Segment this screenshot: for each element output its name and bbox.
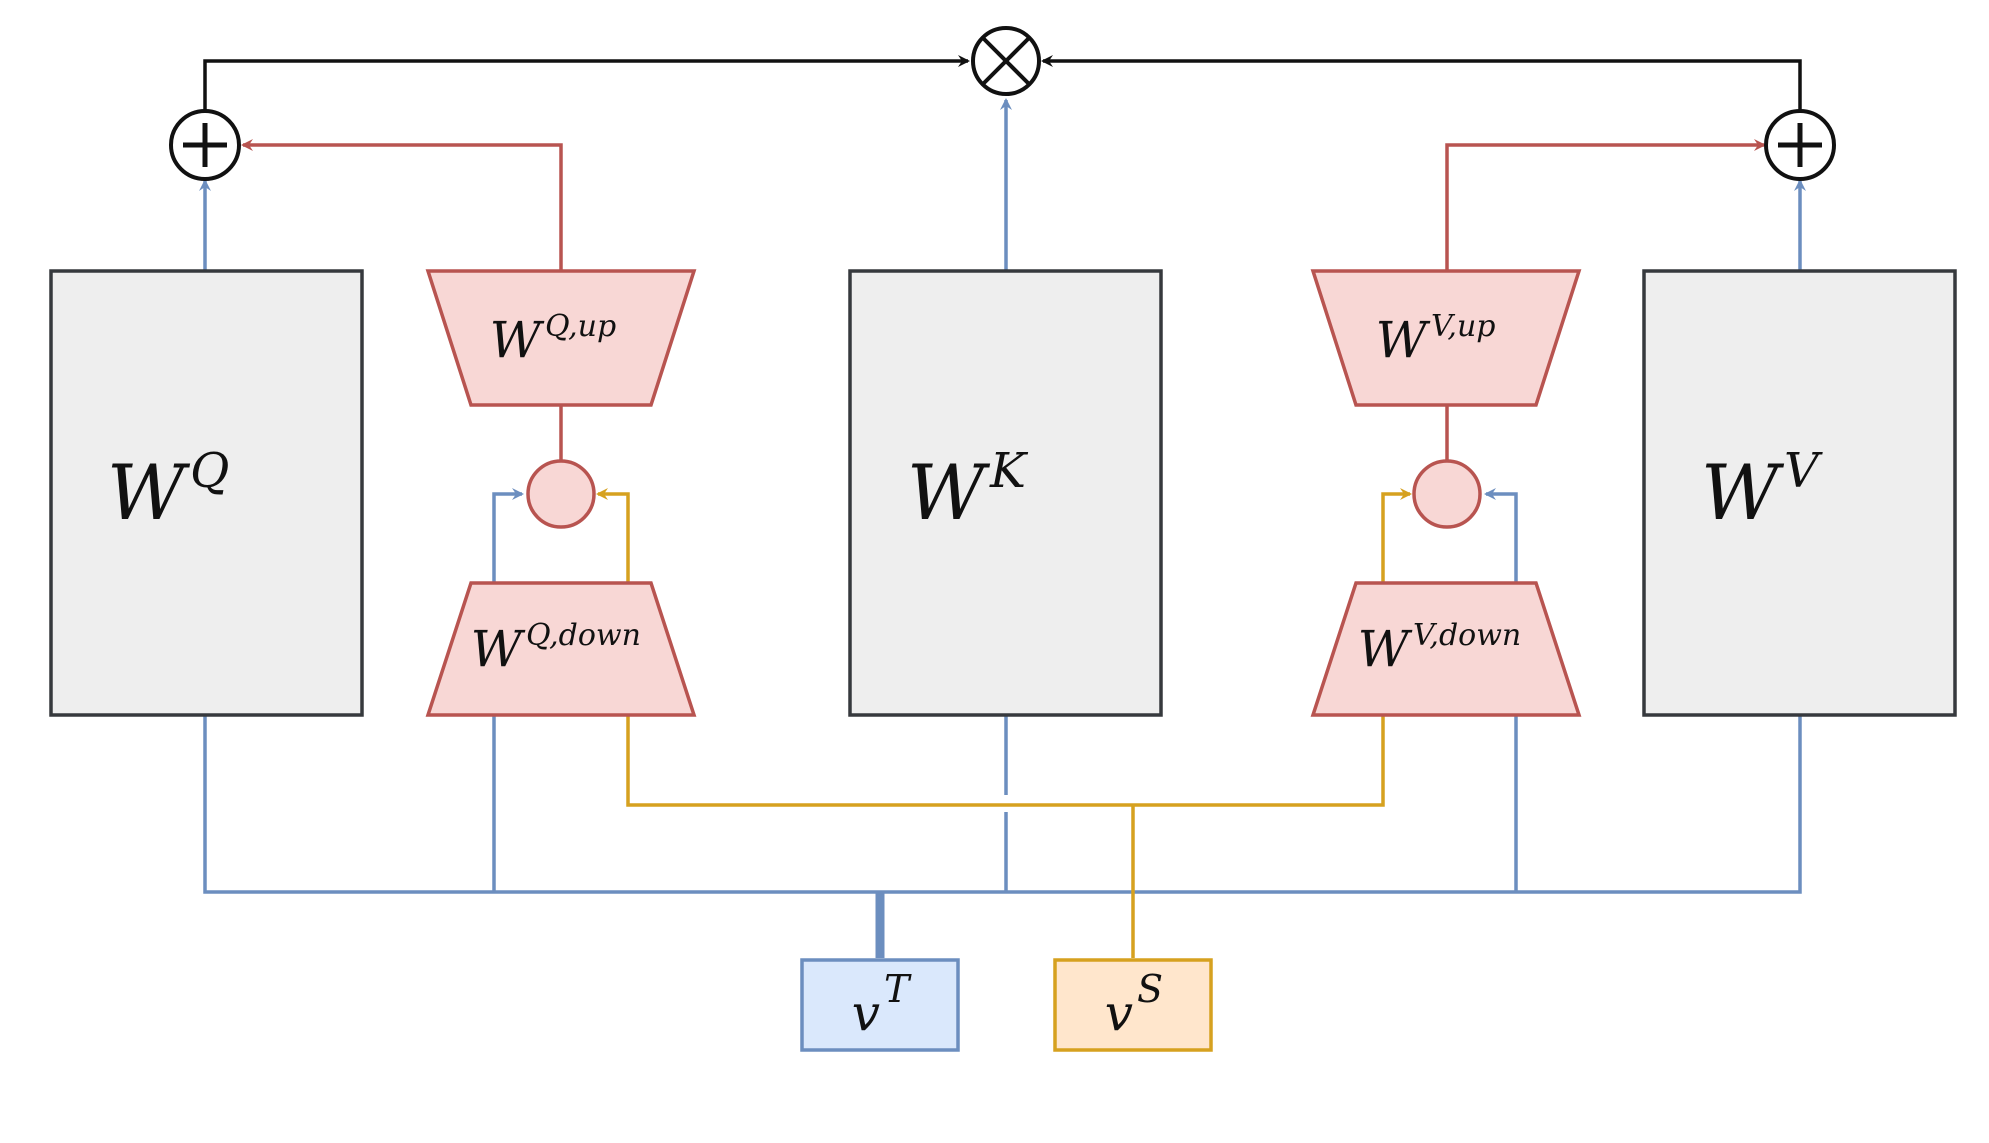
vt-label-sup: T <box>884 967 912 1011</box>
red-lora-connections <box>241 139 1766 460</box>
wq-down-label-base: W <box>471 620 526 678</box>
add-node-right <box>1764 109 1836 181</box>
wq-label-base: W <box>107 448 191 537</box>
wv-down-label-base: W <box>1358 620 1413 678</box>
vs-label-base: v <box>1105 984 1133 1042</box>
wq-up-label-base: W <box>490 311 545 369</box>
input-vt-bus <box>203 715 1802 958</box>
wv-label-sup: V <box>1784 443 1823 499</box>
vs-label-sup: S <box>1137 967 1163 1011</box>
wv-mix-circle <box>1412 459 1482 529</box>
gold-mix-arrows <box>596 488 1412 583</box>
wq-up-label-sup: Q,up <box>545 309 616 344</box>
wk-box: W K <box>848 269 1163 717</box>
blue-output-arrows <box>199 98 1806 271</box>
wq-down-trapezoid: W Q,down <box>425 581 697 717</box>
wv-box: W V <box>1642 269 1957 717</box>
wv-up-trapezoid: W V,up <box>1310 269 1582 407</box>
wv-label-base: W <box>1701 448 1785 537</box>
input-vs-box: v S <box>1053 958 1213 1052</box>
wv-up-label-base: W <box>1376 311 1431 369</box>
input-vt-box: v T <box>800 958 960 1052</box>
wq-label-sup: Q <box>190 443 229 499</box>
wk-label-sup: K <box>989 443 1029 499</box>
vt-label-base: v <box>852 984 880 1042</box>
wq-down-label-sup: Q,down <box>526 618 641 653</box>
wq-box: W Q <box>49 269 364 717</box>
multiply-node <box>971 26 1041 96</box>
wv-down-trapezoid: W V,down <box>1310 581 1582 717</box>
black-merge-arrows <box>203 55 1802 110</box>
wq-mix-circle <box>526 459 596 529</box>
wq-up-trapezoid: W Q,up <box>425 269 697 407</box>
input-vs-bus <box>626 715 1385 958</box>
blue-mix-arrows <box>492 488 1518 583</box>
wv-down-label-sup: V,down <box>1413 618 1521 653</box>
wv-up-label-sup: V,up <box>1431 309 1495 344</box>
wk-label-base: W <box>907 448 991 537</box>
add-node-left <box>169 109 241 181</box>
